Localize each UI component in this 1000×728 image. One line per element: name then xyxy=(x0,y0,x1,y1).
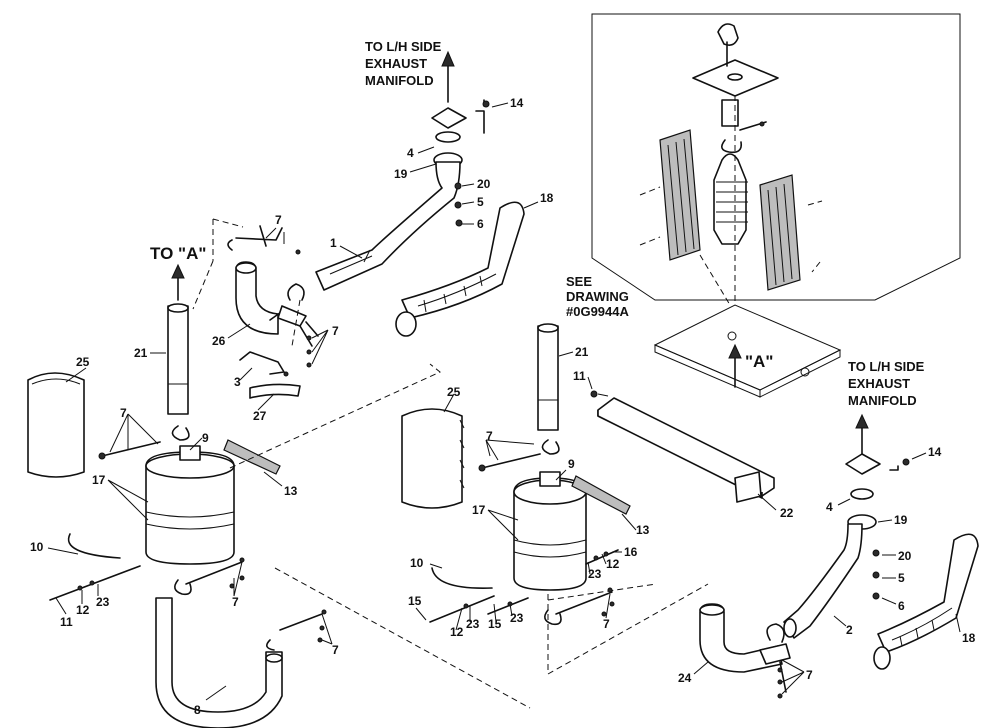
leader-lines xyxy=(47,102,961,701)
callout-15-center-left: 15 xyxy=(408,594,422,608)
callout-20-top: 20 xyxy=(477,177,491,191)
callout-7-left-lower: 7 xyxy=(232,595,239,609)
callout-19-top: 19 xyxy=(394,167,408,181)
callout-14-right: 14 xyxy=(928,445,942,459)
callout-16: 16 xyxy=(624,545,638,559)
callout-12-center-right: 12 xyxy=(606,557,620,571)
callout-18-top: 18 xyxy=(540,191,554,205)
callout-25-left: 25 xyxy=(76,355,90,369)
support-bracket-22 xyxy=(590,390,775,503)
callout-21-center: 21 xyxy=(575,345,589,359)
callout-23-left: 23 xyxy=(96,595,110,609)
to-lh-top-line-3: MANIFOLD xyxy=(365,73,434,88)
see-drawing-line-3: #0G9944A xyxy=(566,304,629,319)
callout-4-right: 4 xyxy=(826,500,833,514)
callout-26: 26 xyxy=(212,334,226,348)
callout-5-top: 5 xyxy=(477,195,484,209)
manifold-pipe-group-top: TO L/H SIDE EXHAUST MANIFOLD xyxy=(315,39,525,337)
callout-22: 22 xyxy=(780,506,794,520)
see-drawing-line-2: DRAWING xyxy=(566,289,629,304)
callout-23-center-far: 23 xyxy=(510,611,524,625)
callout-5-right: 5 xyxy=(898,571,905,585)
callout-23-center-left: 23 xyxy=(466,617,480,631)
callout-2: 2 xyxy=(846,623,853,637)
callout-15-center-right: 15 xyxy=(488,617,502,631)
callout-7-top-clamp: 7 xyxy=(275,213,282,227)
callout-1: 1 xyxy=(330,236,337,250)
callout-9-left: 9 xyxy=(202,431,209,445)
callout-18-right: 18 xyxy=(962,631,976,645)
callout-7-mid-clamp: 7 xyxy=(332,324,339,338)
callout-13-center: 13 xyxy=(636,523,650,537)
left-muffler-group xyxy=(27,303,327,728)
see-drawing-line-1: SEE xyxy=(566,274,592,289)
callout-3: 3 xyxy=(234,375,241,389)
to-lh-top-line-2: EXHAUST xyxy=(365,56,427,71)
callout-10-left: 10 xyxy=(30,540,44,554)
callout-11-left: 11 xyxy=(60,615,73,629)
callout-7-center-lower: 7 xyxy=(603,617,610,631)
callout-21-left: 21 xyxy=(134,346,148,360)
callout-10-center: 10 xyxy=(410,556,424,570)
callout-7-left-upper: 7 xyxy=(120,406,127,420)
callout-20-right: 20 xyxy=(898,549,912,563)
inset-detail-view: "A" SEE DRAWING #0G9944A xyxy=(566,13,961,398)
callout-4-top: 4 xyxy=(407,146,414,160)
left-upper-assembly: TO "A" xyxy=(150,218,319,399)
to-lh-right-line-2: EXHAUST xyxy=(848,376,910,391)
center-muffler-group xyxy=(229,323,709,709)
to-a-label: TO "A" xyxy=(150,244,206,263)
callout-11-bracket: 11 xyxy=(573,369,586,383)
to-lh-right-line-1: TO L/H SIDE xyxy=(848,359,925,374)
callout-6-right: 6 xyxy=(898,599,905,613)
callout-17-left: 17 xyxy=(92,473,106,487)
callout-19-right: 19 xyxy=(894,513,908,527)
callout-9-center: 9 xyxy=(568,457,575,471)
callout-12-center-left: 12 xyxy=(450,625,464,639)
callout-7-u-pipe: 7 xyxy=(332,643,339,657)
callout-numbers: 14 4 19 20 5 6 18 1 7 7 26 3 27 21 25 7 … xyxy=(30,96,976,717)
view-a-label: "A" xyxy=(745,352,773,371)
callout-17-center: 17 xyxy=(472,503,486,517)
callout-12-left: 12 xyxy=(76,603,90,617)
callout-24: 24 xyxy=(678,671,692,685)
callout-6-top: 6 xyxy=(477,217,484,231)
manifold-pipe-group-right: TO L/H SIDE EXHAUST MANIFOLD xyxy=(699,359,979,699)
to-lh-top-line-1: TO L/H SIDE xyxy=(365,39,442,54)
callout-27: 27 xyxy=(253,409,267,423)
to-lh-right-line-3: MANIFOLD xyxy=(848,393,917,408)
callout-25-center: 25 xyxy=(447,385,461,399)
callout-23-center-right: 23 xyxy=(588,567,602,581)
callout-8: 8 xyxy=(194,703,201,717)
callout-14-top: 14 xyxy=(510,96,524,110)
callout-7-center-upper: 7 xyxy=(486,429,493,443)
callout-13-left: 13 xyxy=(284,484,298,498)
callout-7-right: 7 xyxy=(806,668,813,682)
